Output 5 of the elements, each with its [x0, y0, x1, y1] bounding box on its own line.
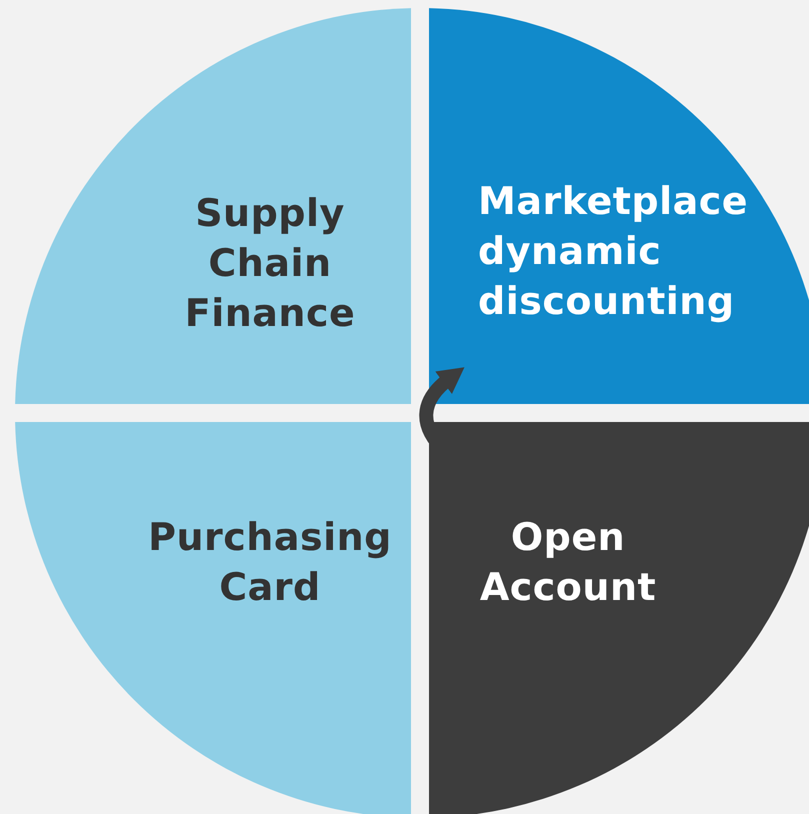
segment-label: Purchasing Card: [147, 514, 393, 611]
segment-label: Supply Chain Finance: [184, 190, 356, 337]
segment-label: Open Account: [478, 514, 658, 611]
quadrant-segment: [429, 422, 809, 814]
segment-label: Marketplace dynamic discounting: [478, 178, 750, 325]
